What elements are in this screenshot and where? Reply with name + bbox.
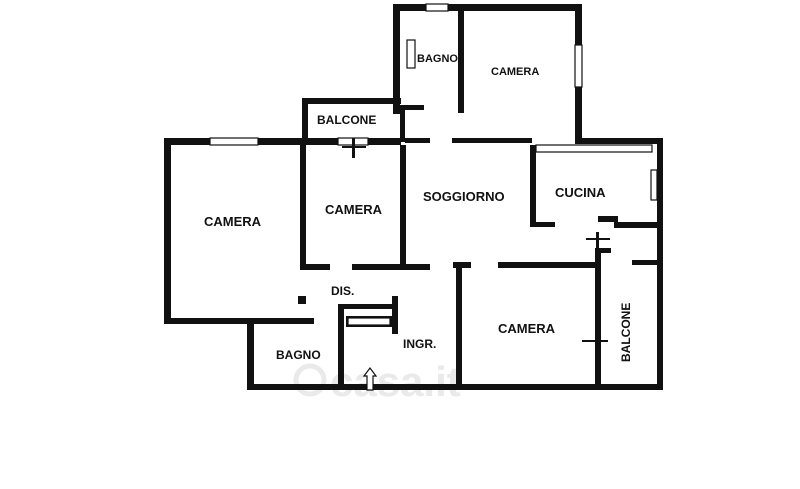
window-cucina-side <box>650 169 658 201</box>
interior-walls <box>254 11 657 384</box>
entrance-arrow-icon <box>362 367 378 391</box>
room-label-bagno-bottom: BAGNO <box>276 348 321 362</box>
watermark-text: casa.it <box>330 358 461 405</box>
watermark: casa.it <box>293 358 461 405</box>
room-label-soggiorno: SOGGIORNO <box>423 189 505 204</box>
windows <box>209 3 658 201</box>
room-labels: BAGNO CAMERA BALCONE CAMERA CAMERA SOGGI… <box>204 53 633 362</box>
window-camera-top <box>574 44 583 88</box>
room-label-camera-left: CAMERA <box>204 214 262 229</box>
room-label-balcone-top: BALCONE <box>317 113 376 127</box>
room-label-bagno-top: BAGNO <box>417 53 458 65</box>
room-label-ingr: INGR. <box>403 337 436 351</box>
window-camera-left <box>209 137 259 146</box>
watermark-logo-icon <box>293 363 327 397</box>
room-label-cucina: CUCINA <box>555 185 606 200</box>
window-cucina-top <box>535 144 653 153</box>
room-label-dis: DIS. <box>331 284 354 298</box>
window-top <box>425 3 449 12</box>
room-label-camera-top-right: CAMERA <box>491 66 539 78</box>
room-label-camera-bottom-right: CAMERA <box>498 321 556 336</box>
window-bagno <box>406 39 416 69</box>
room-label-camera-middle: CAMERA <box>325 202 383 217</box>
room-label-balcone-right: BALCONE <box>619 303 633 362</box>
door-marks <box>342 138 610 342</box>
